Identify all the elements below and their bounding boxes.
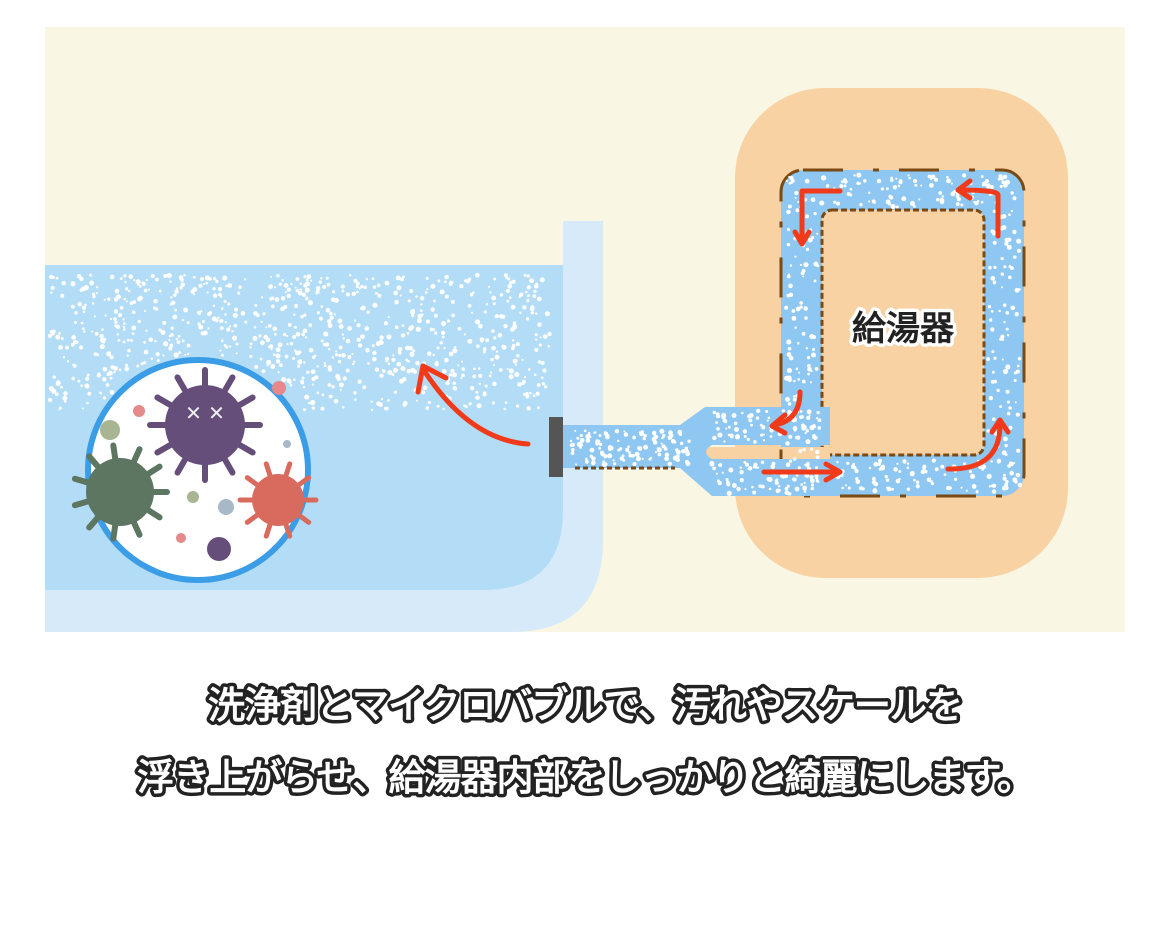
flow-arrows-heater — [761, 178, 1011, 483]
caption-line-2: 浮き上がらせ、給湯器内部をしっかりと綺麗にします。 — [137, 756, 1033, 799]
heater-label: 給湯器 — [852, 309, 955, 349]
bath-nozzle — [549, 417, 563, 477]
germ-red-icon — [237, 461, 319, 539]
germ-purple-icon: ✕ ✕ — [147, 367, 263, 483]
pipe-microbubbles — [569, 172, 1023, 496]
germ-magnifier: ✕ ✕ — [71, 357, 319, 583]
germ-green-icon — [71, 442, 170, 542]
caption-line-1: 洗浄剤とマイクロバブルで、汚れやスケールを — [208, 684, 962, 727]
flow-arrow-into-tub — [422, 369, 531, 447]
svg-text:✕ ✕: ✕ ✕ — [185, 401, 225, 425]
microbubbles — [47, 272, 552, 412]
